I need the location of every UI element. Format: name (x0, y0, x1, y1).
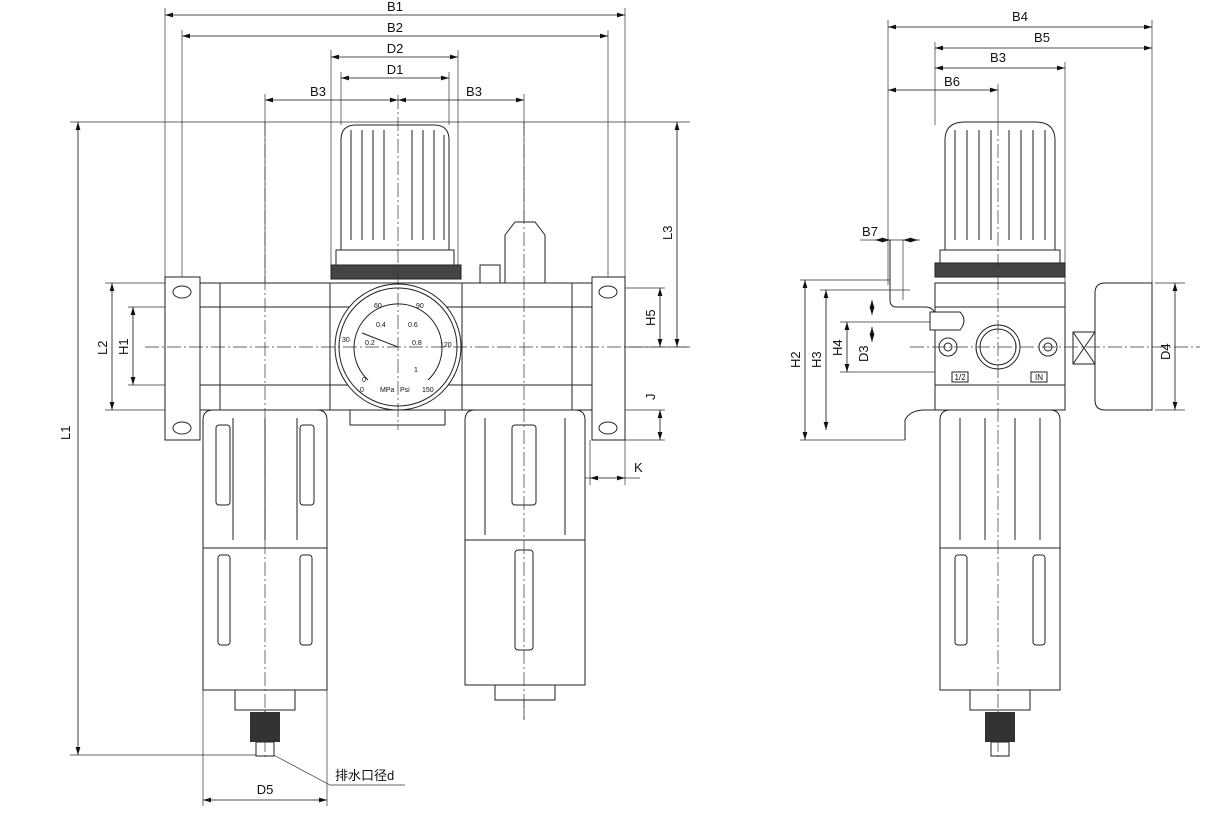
lubricator-fill-plug (504, 221, 546, 284)
gauge-mpa-04: 0.4 (376, 322, 386, 329)
right-view: B4 B5 B3 B6 B7 H2 H3 H4 D3 D4 1/2 IN (788, 9, 1200, 760)
gauge-unit-psi: Psi (400, 387, 410, 394)
dim-b2-label: B2 (387, 20, 403, 35)
dimension-lines-right (802, 24, 1178, 440)
dim-b6-label: B6 (944, 74, 960, 89)
dim-h3-label: H3 (809, 351, 824, 368)
dim-l2-label: L2 (95, 341, 110, 355)
dimension-lines (75, 12, 680, 803)
dim-d2-label: D2 (387, 41, 404, 56)
dim-b7-label: B7 (862, 224, 878, 239)
adjust-screw (479, 264, 501, 284)
gauge-psi-60: 60 (374, 303, 382, 310)
dim-b3-label: B3 (990, 50, 1006, 65)
dim-d3-label: D3 (856, 345, 871, 362)
gauge-mpa-08: 0.8 (412, 340, 422, 347)
gauge-mpa-0: 0 (362, 377, 366, 384)
gauge-psi-150: 150 (422, 387, 434, 394)
dim-h2-label: H2 (788, 351, 803, 368)
dim-d5-label: D5 (257, 782, 274, 797)
gauge-psi-30: 30 (342, 337, 350, 344)
side-knob (934, 121, 1066, 278)
gauge-mpa-1: 1 (414, 367, 418, 374)
dim-b3-left-label: B3 (310, 84, 326, 99)
drain-diameter-label: 排水口径d (335, 768, 394, 783)
gauge-psi-90: 90 (416, 303, 424, 310)
dim-h5-label: H5 (643, 309, 658, 326)
center-lines (145, 95, 690, 760)
dim-h1-label: H1 (116, 338, 131, 355)
lubricator-bowl (464, 409, 586, 701)
dim-b1-label: B1 (387, 0, 403, 14)
left-view: B1 B2 D2 D1 B3 B3 L1 L2 H1 L3 H5 J K D5 … (58, 0, 690, 806)
gauge-psi-0: 0 (360, 387, 364, 394)
dim-b4-label: B4 (1012, 9, 1028, 24)
dim-j-label: J (643, 394, 658, 401)
dim-k-label: K (634, 460, 643, 475)
dim-l3-label: L3 (660, 226, 675, 240)
dim-d4-label: D4 (1158, 343, 1173, 360)
dim-d1-label: D1 (387, 62, 404, 77)
gauge-mpa-02: 0.2 (365, 340, 375, 347)
gauge-mpa-06: 0.6 (408, 322, 418, 329)
dim-l1-label: L1 (58, 426, 73, 440)
side-body: 1/2 IN (929, 282, 1153, 411)
regulator-knob (330, 124, 462, 280)
dim-b3-right-label: B3 (466, 84, 482, 99)
center-lines-right (910, 122, 1200, 760)
gauge-unit-mpa: MPa (380, 387, 395, 394)
dim-b5-label: B5 (1034, 30, 1050, 45)
outlet-port-label: 1/2 (954, 373, 966, 382)
gauge-psi-120: 120 (440, 342, 452, 349)
side-bowl (939, 409, 1061, 757)
inlet-port-label: IN (1035, 373, 1043, 382)
dim-h4-label: H4 (830, 339, 845, 356)
mounting-bracket (889, 240, 936, 440)
